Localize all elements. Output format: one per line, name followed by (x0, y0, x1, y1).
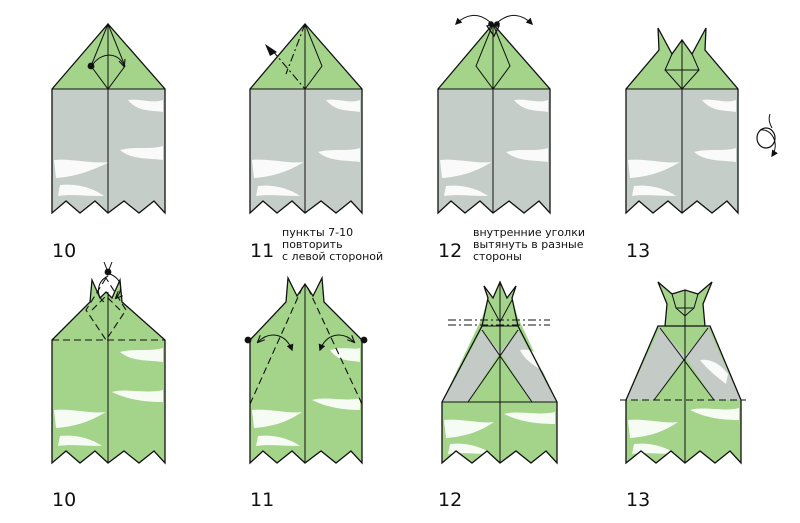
step-top-10-number: 10 (52, 240, 76, 262)
step-bottom-10-model (51, 261, 166, 465)
step-bottom-10-number: 10 (52, 489, 76, 511)
step-bottom-12-number: 12 (438, 489, 462, 511)
step-top-13-model (625, 27, 739, 215)
step-bottom-12-model (441, 280, 558, 465)
step-top-13-number: 13 (626, 240, 650, 262)
step-bottom-13-number: 13 (626, 489, 650, 511)
step-top-11-number: 11 (250, 240, 274, 262)
mountain-fold-arrow-icon (265, 44, 277, 56)
step-top-12-caption: внутренние уголки вытянуть в разные стор… (473, 226, 588, 263)
turn-over-icon (756, 113, 779, 158)
step-top-11-model (249, 23, 363, 215)
pull-out-arrow-icon (455, 15, 491, 25)
step-bottom-13-model (620, 281, 746, 465)
pull-out-arrow-icon (497, 15, 533, 25)
step-top-12-model (437, 15, 551, 215)
step-bottom-11-model (244, 275, 368, 465)
step-top-11-caption: пункты 7-10 повторить с левой стороной (282, 226, 383, 263)
fold-arrow-icon (320, 334, 354, 350)
step-top-10-model (51, 22, 166, 215)
fold-arrow-icon (258, 334, 292, 350)
step-top-12-number: 12 (438, 240, 462, 262)
step-bottom-11-number: 11 (250, 489, 274, 511)
fold-arrow-icon (98, 275, 109, 303)
